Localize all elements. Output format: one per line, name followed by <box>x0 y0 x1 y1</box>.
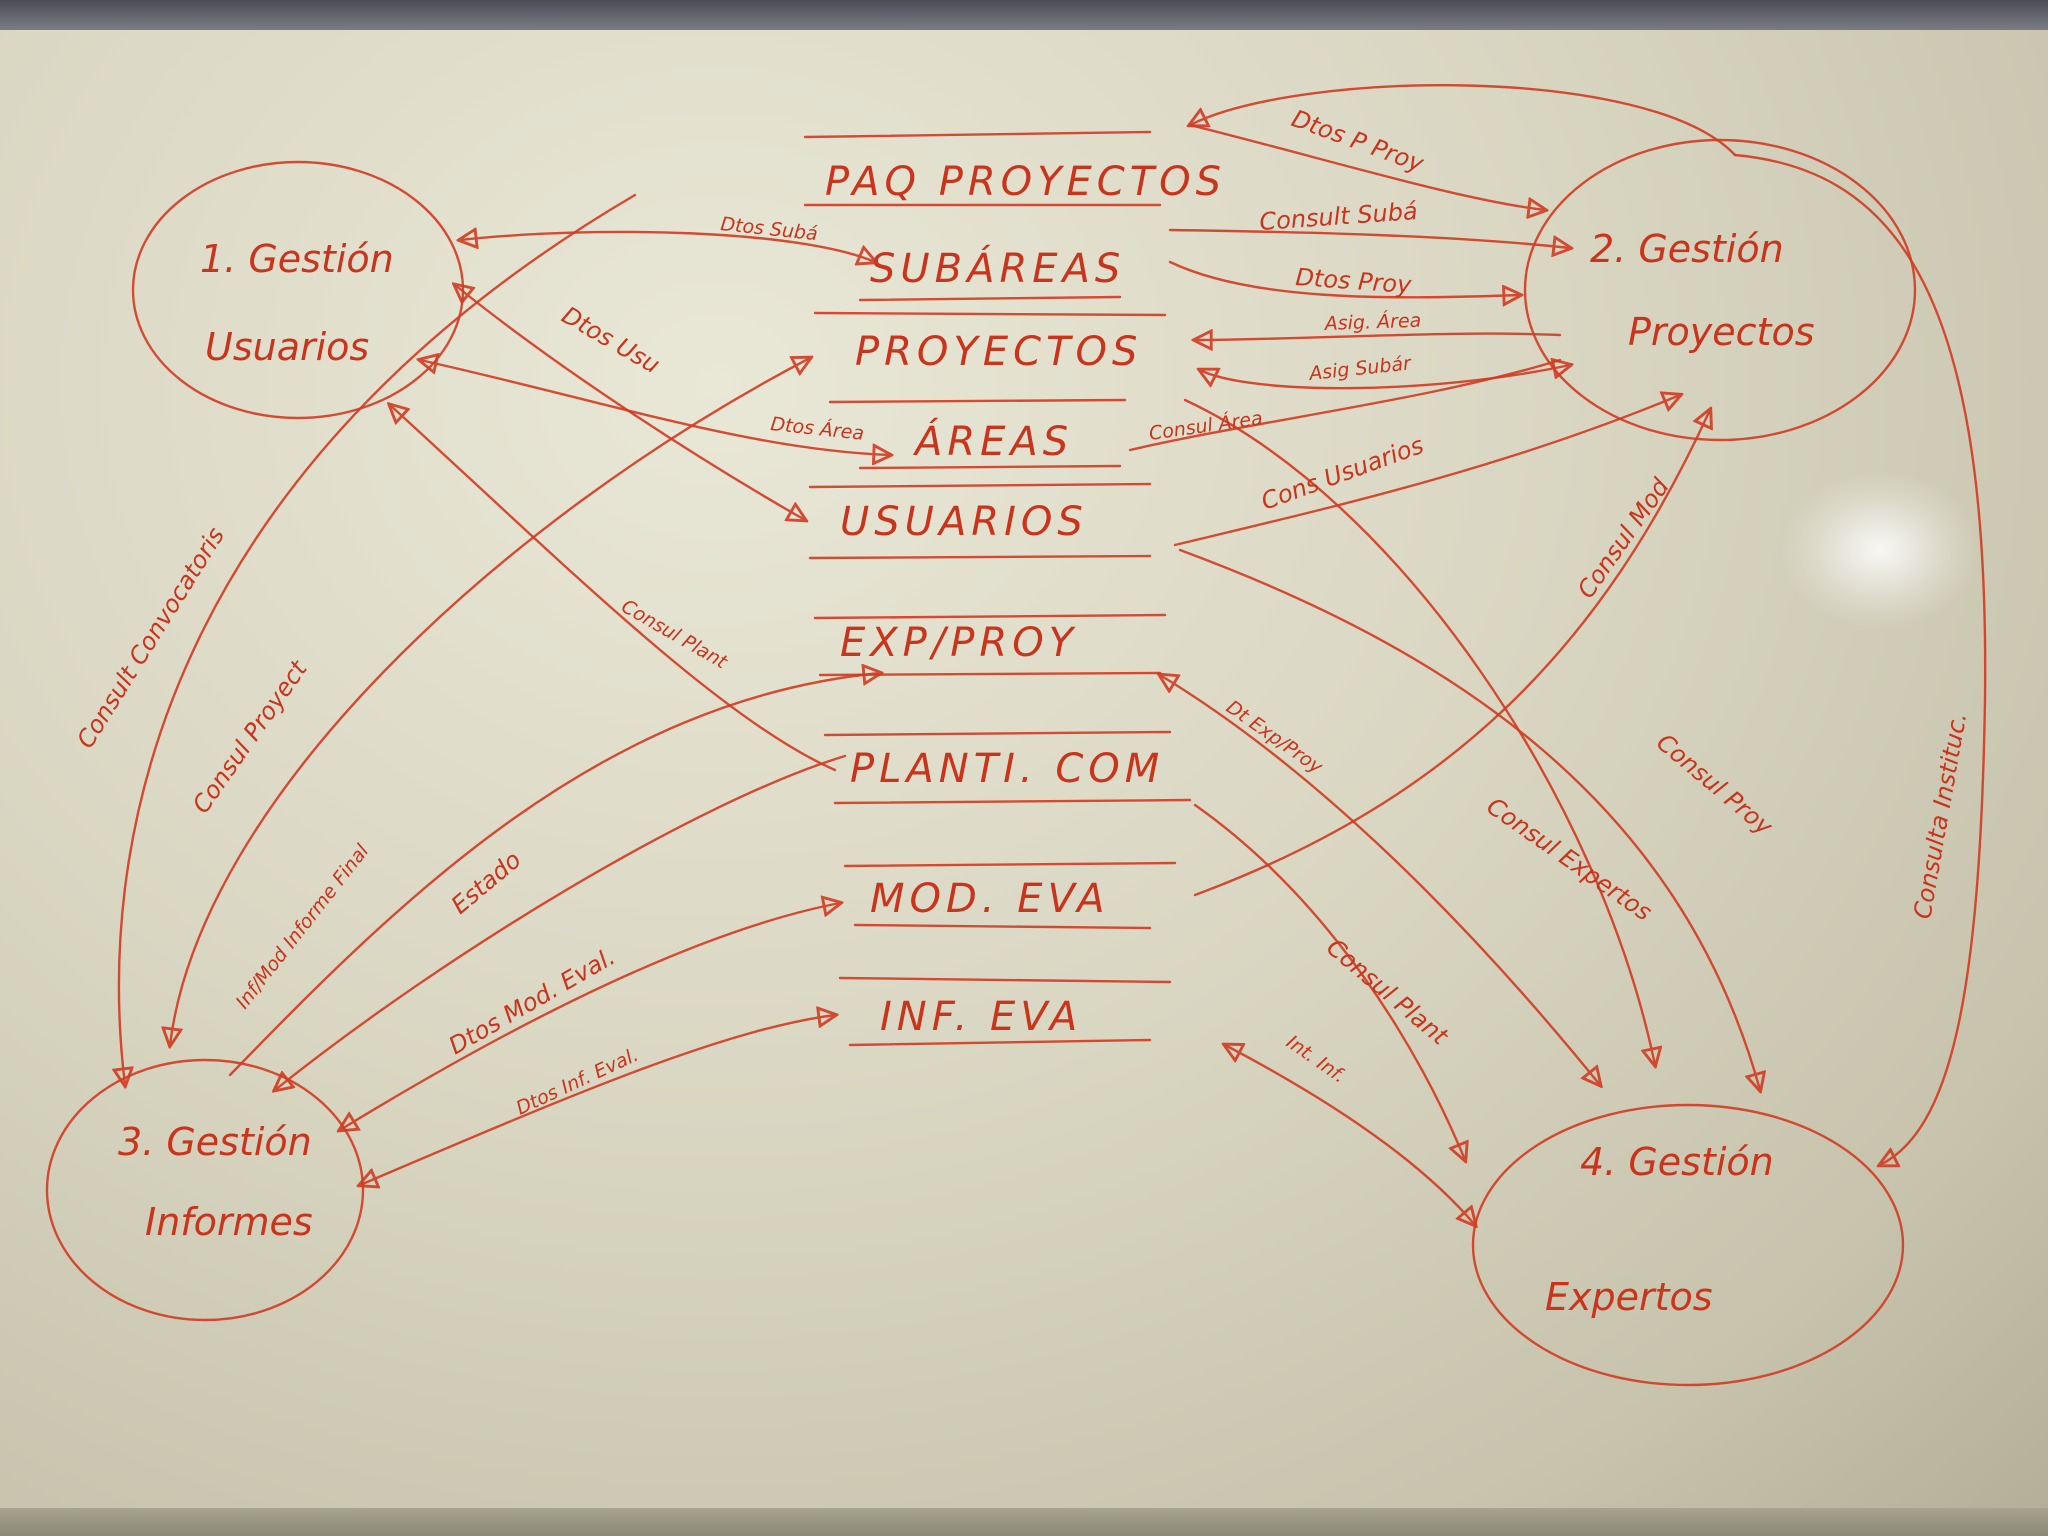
arrow-consul-proyect <box>170 358 810 1045</box>
flow-label: Int. Inf. <box>1282 1031 1350 1088</box>
flow-label: Consul Mod <box>1572 473 1675 604</box>
process-circle <box>45 1058 365 1322</box>
arrow-datos-proy <box>1168 260 1520 297</box>
arrow-asig-area <box>1195 334 1562 340</box>
arrow-datos-subarea <box>460 232 875 262</box>
arrow-consult-subarea <box>1168 228 1570 248</box>
arrow-consulta-instituc <box>1733 153 1987 1165</box>
flow-label: Consul Expertos <box>1482 792 1657 926</box>
flow-label: Inf/Mod Informe Final <box>232 840 374 1013</box>
arrow-cons-usuarios <box>1173 395 1680 547</box>
flow-label: Estado <box>446 846 527 920</box>
arrow-datos-paq-proy-2 <box>1188 123 1545 210</box>
process-circle <box>1523 138 1917 442</box>
process-title: 1. Gestión <box>200 237 394 281</box>
process-3-gestion-informes: 3. Gestión Informes <box>45 1058 365 1322</box>
store-label: USUARIOS <box>840 499 1088 545</box>
process-subtitle: Usuarios <box>205 325 369 369</box>
arrow-consul-expertos <box>1183 398 1655 1065</box>
flow-label: Consulta Instituc. <box>1908 710 1972 921</box>
arrow-consul-plant <box>390 405 837 772</box>
store-usuarios: USUARIOS <box>808 482 1152 560</box>
arrow-consul-mod <box>1193 410 1710 897</box>
store-planti-com: PLANTI. COM <box>823 730 1192 805</box>
flow-label: Dtos P Proy <box>1288 104 1428 178</box>
arrow-datos-usuario <box>455 285 805 520</box>
process-subtitle: Informes <box>145 1200 313 1244</box>
store-label: PLANTI. COM <box>850 746 1164 792</box>
arrow-asig-subarea <box>1200 365 1570 390</box>
arrow-int-inf <box>1225 1045 1475 1225</box>
flow-label: Dtos Subá <box>719 213 818 245</box>
arrow-inf-mod-informe-final <box>228 673 880 1077</box>
flow-label: Dtos Área <box>769 412 865 445</box>
flow-label: Dtos Mod. Eval. <box>444 942 620 1060</box>
store-label: PAQ PROYECTOS <box>825 159 1226 205</box>
store-label: ÁREAS <box>912 417 1073 465</box>
store-mod-eva: MOD. EVA <box>843 861 1177 930</box>
flow-label: Dtos Inf. Eval. <box>513 1044 642 1120</box>
process-title: 2. Gestión <box>1590 227 1784 271</box>
arrow-datos-inf-eval <box>360 1015 835 1185</box>
store-proyectos: PROYECTOS <box>813 311 1167 404</box>
store-subareas: SUBÁREAS <box>858 244 1125 302</box>
process-2-gestion-proyectos: 2. Gestión Proyectos <box>1523 138 1917 442</box>
flow-label: Consult Subá <box>1258 197 1418 236</box>
process-1-gestion-usuarios: 1. Gestión Usuarios <box>131 160 465 420</box>
flow-label: Dtos Usu <box>557 301 665 379</box>
process-4-gestion-expertos: 4. Gestión Expertos <box>1471 1103 1905 1387</box>
wall-top-strip <box>0 0 2048 30</box>
arrow-dt-exp-proy <box>1160 675 1600 1085</box>
flow-label: Consul Plant <box>1321 933 1454 1051</box>
arrow-consult-convocatorias <box>119 193 637 1085</box>
arrow-datos-mod-eval <box>340 903 840 1130</box>
process-title: 3. Gestión <box>118 1120 312 1164</box>
process-title: 4. Gestión <box>1580 1140 1774 1184</box>
arrow-consul-proy <box>1178 548 1760 1090</box>
store-label: SUBÁREAS <box>870 244 1125 292</box>
store-label: INF. EVA <box>880 994 1082 1040</box>
flow-label: Asig Subár <box>1306 352 1413 385</box>
process-circle <box>131 160 465 420</box>
arrow-datos-paq-proy <box>1190 84 1737 157</box>
flow-label: Asig. Área <box>1322 309 1421 335</box>
flow-label: Consul Proyect <box>187 654 314 818</box>
flow-label: Consult Convocatoris <box>71 522 230 753</box>
flow-label: Consul Proy <box>1651 728 1778 841</box>
process-subtitle: Expertos <box>1545 1275 1713 1319</box>
store-inf-eva: INF. EVA <box>838 976 1172 1047</box>
store-paq-proyectos: PAQ PROYECTOS <box>803 130 1226 207</box>
process-subtitle: Proyectos <box>1628 310 1815 354</box>
flow-label: Dt Exp/Proy <box>1222 696 1327 779</box>
flow-arrows <box>119 84 1987 1225</box>
store-exp-proy: EXP/PROY <box>813 613 1167 677</box>
board-tray <box>0 1508 2048 1536</box>
store-label: MOD. EVA <box>870 876 1110 922</box>
process-circle <box>1471 1103 1905 1387</box>
data-stores: PAQ PROYECTOS SUBÁREAS PROYECTOS ÁREAS U… <box>803 130 1226 1047</box>
store-areas: ÁREAS <box>858 417 1122 470</box>
store-label: PROYECTOS <box>855 329 1142 375</box>
arrow-consul-area <box>1128 358 1562 452</box>
flow-label: Consul Área <box>1147 406 1263 445</box>
arrow-datos-area <box>420 360 890 455</box>
store-label: EXP/PROY <box>840 620 1078 666</box>
